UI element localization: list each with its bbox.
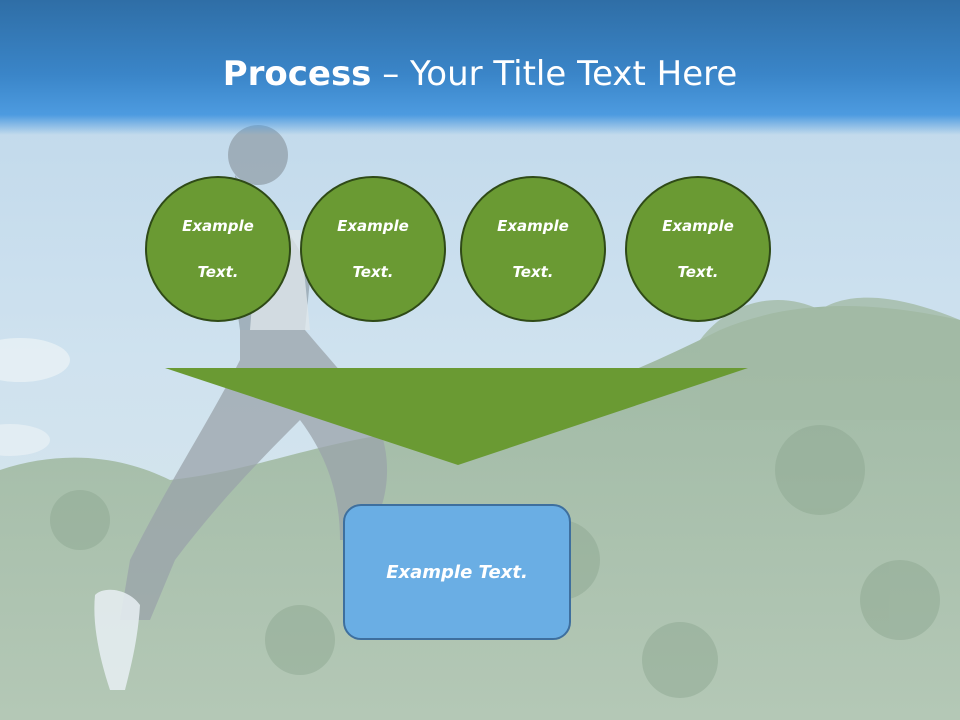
circle-label-line1: Example [662,216,734,235]
circle-label-line1: Example [182,216,254,235]
slide-title: Process – Your Title Text Here [0,52,960,96]
result-box[interactable]: Example Text. [343,504,571,640]
circle-label-line2: Text. [352,262,394,281]
circle-label-line2: Text. [677,262,719,281]
circle-label-line1: Example [497,216,569,235]
title-bold: Process [222,54,372,94]
circle-label-line1: Example [337,216,409,235]
title-rest: – Your Title Text Here [371,54,738,94]
title-bar [0,0,960,135]
circle-label-line2: Text. [512,262,554,281]
circle-label-line2: Text. [197,262,239,281]
result-box-label: Example Text. [386,561,528,583]
